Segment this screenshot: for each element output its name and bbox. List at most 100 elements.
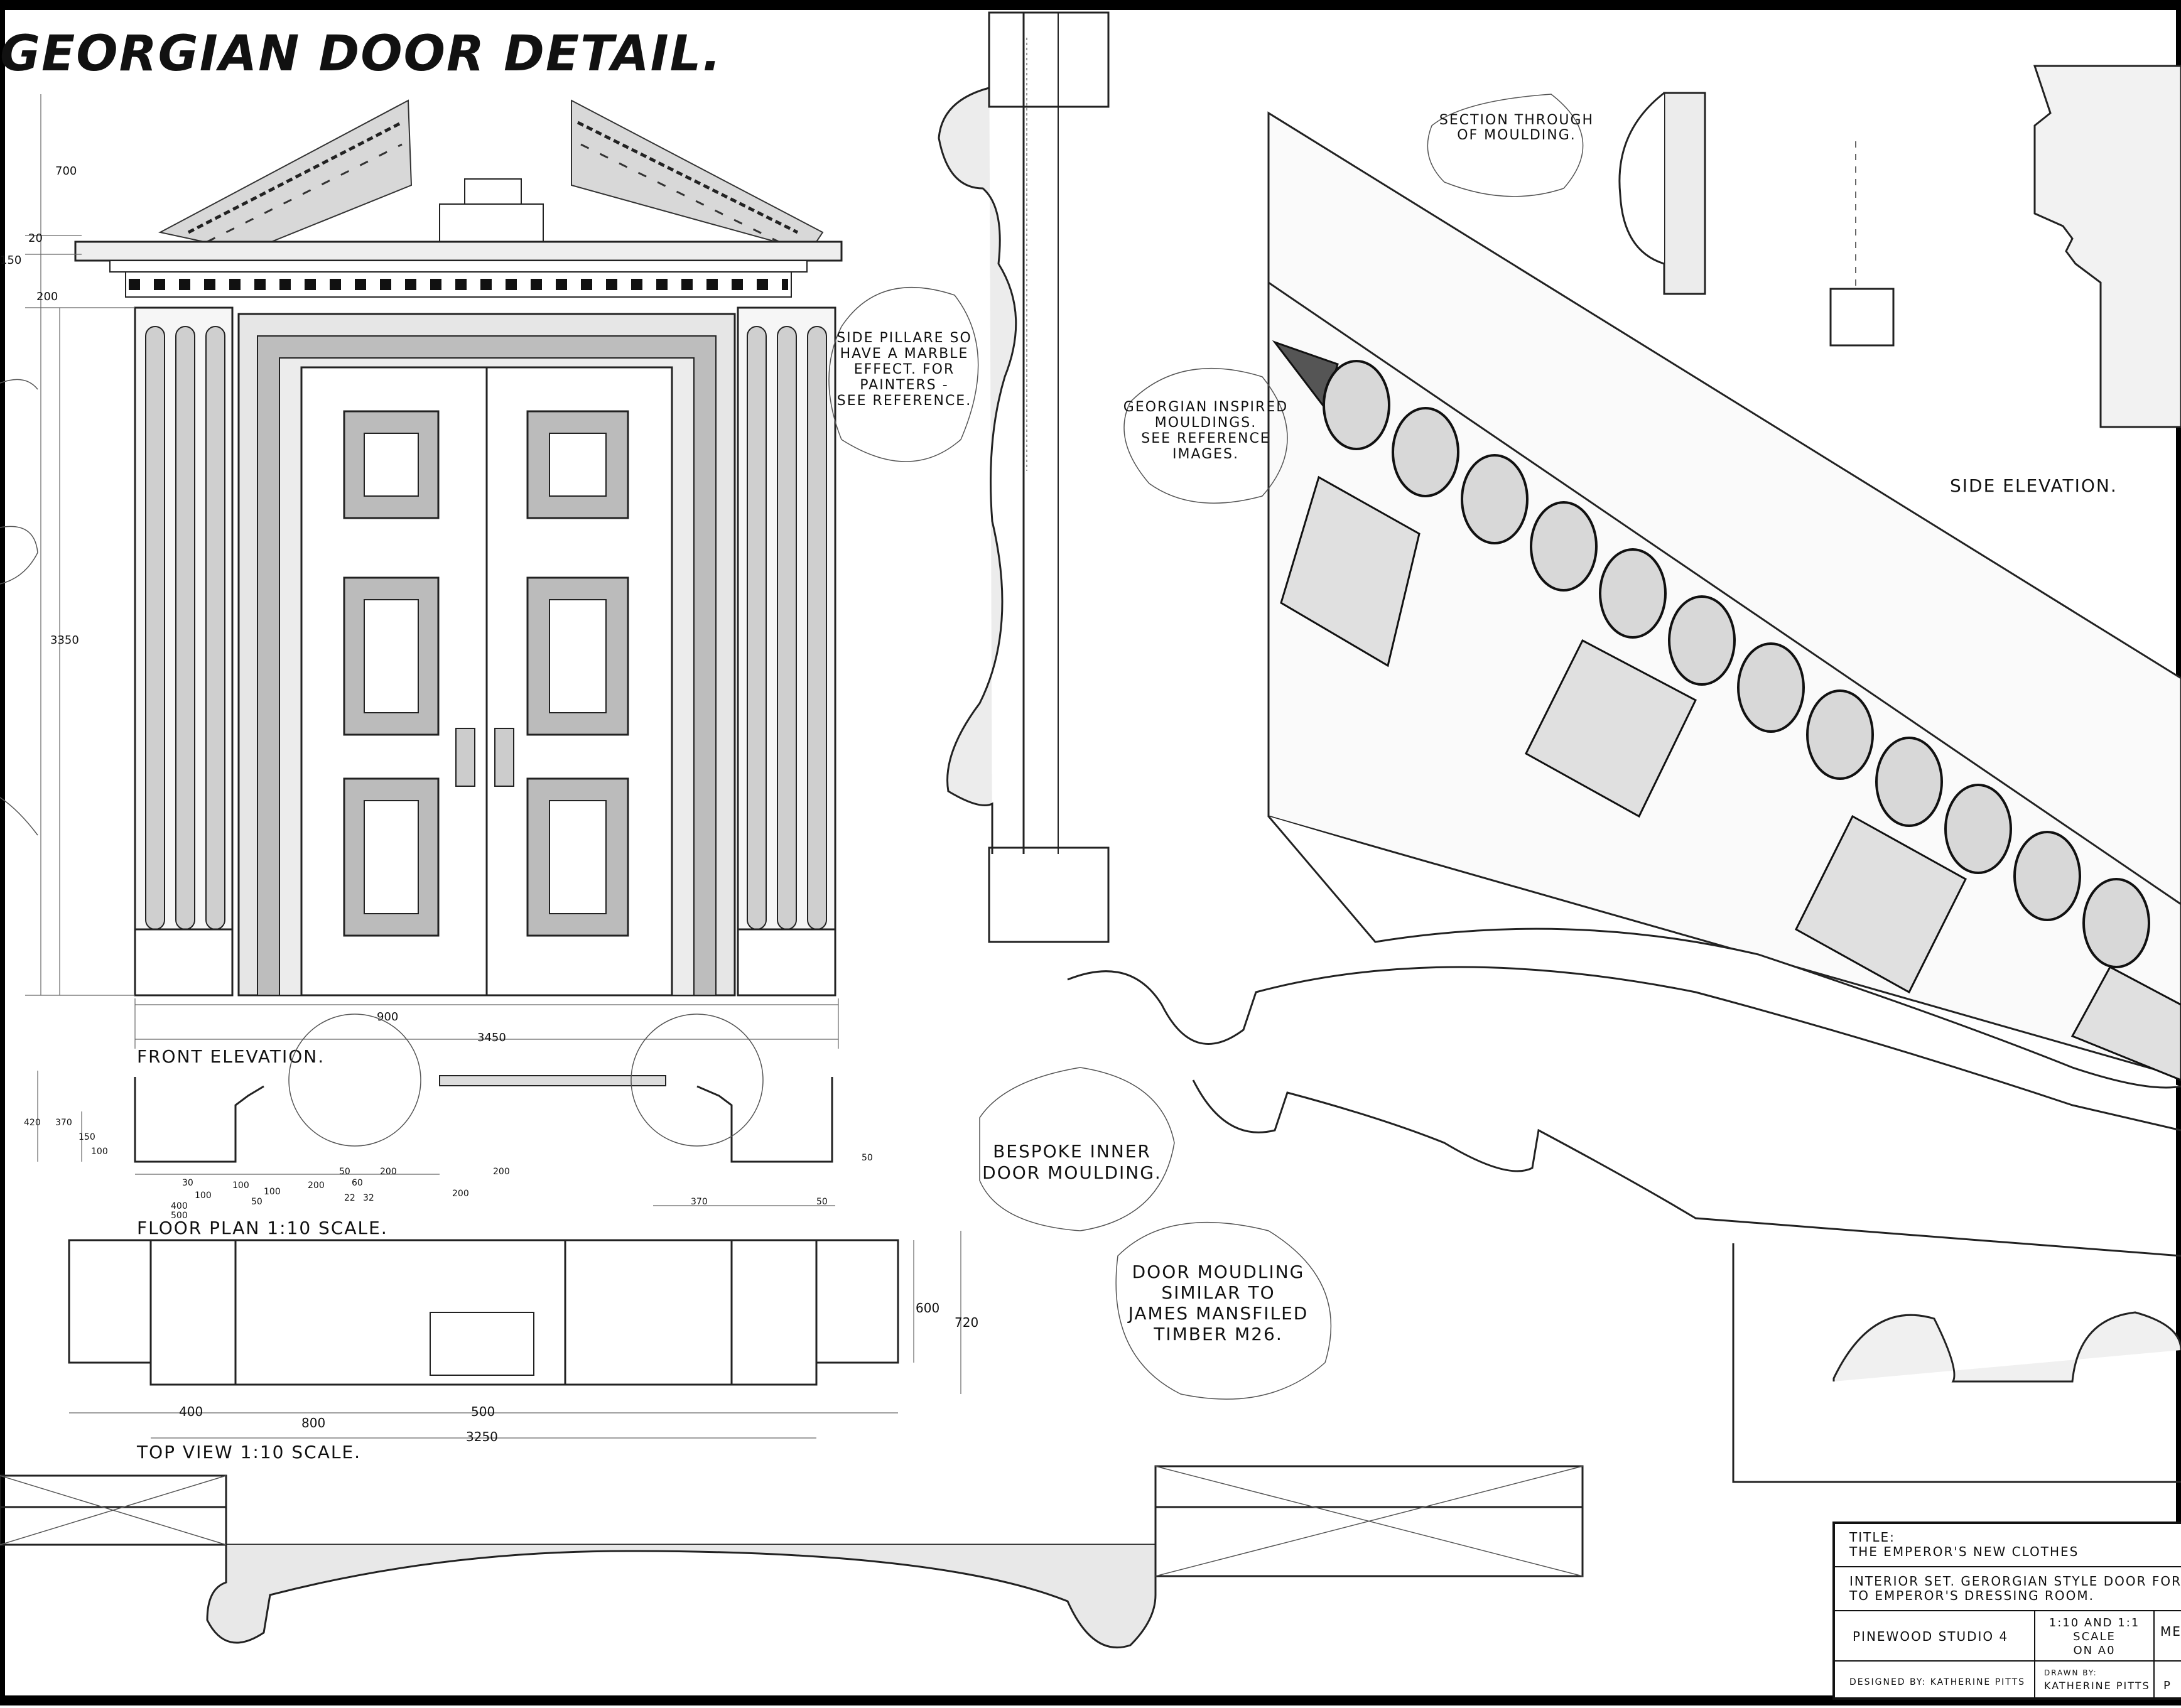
moulding-section	[1618, 92, 1706, 295]
door-panels	[343, 410, 629, 937]
svg-text:DOOR MOUDLING: DOOR MOUDLING	[1132, 1262, 1305, 1282]
note-section: SECTION THROUGH OF MOULDING.	[1439, 112, 1594, 143]
note-bubble-inner	[979, 1067, 1175, 1231]
svg-text:150: 150	[78, 1132, 95, 1142]
dim-400: 400	[179, 1404, 203, 1419]
title-block: TITLE: THE EMPEROR'S NEW CLOTHES INTERIO…	[1832, 1522, 2181, 1700]
title-value: THE EMPEROR'S NEW CLOTHES	[1849, 1544, 2079, 1559]
pediment-right	[571, 99, 824, 252]
svg-text:50: 50	[816, 1197, 828, 1207]
door-handle-right	[494, 728, 514, 787]
svg-text:EFFECT. FOR: EFFECT. FOR	[854, 362, 955, 377]
top-view: 600 720 400 800 500 3250 TOP VIEW 1:10 S…	[68, 1231, 978, 1462]
svg-text:HAVE A MARBLE: HAVE A MARBLE	[840, 346, 969, 362]
title-label: TITLE:	[1849, 1530, 1895, 1545]
vertical-moulding-section	[938, 11, 1110, 943]
svg-text:50: 50	[251, 1197, 262, 1207]
svg-text:DOOR MOULDING.: DOOR MOULDING.	[982, 1162, 1162, 1183]
front-elevation: 700 20 150 200 3350 900 3450 FRONT ELEVA…	[0, 94, 843, 1067]
svg-text:420: 420	[24, 1118, 41, 1128]
note-bubble-mouldings	[1123, 367, 1288, 504]
dentil-blocks	[1280, 475, 2181, 1081]
dim-500: 500	[471, 1404, 495, 1419]
dim-3350: 3350	[50, 634, 79, 647]
cornice	[74, 241, 843, 262]
description-line-1: INTERIOR SET. GERORGIAN STYLE DOOR FOR E	[1849, 1574, 2181, 1589]
dim-700: 700	[55, 165, 77, 178]
svg-text:JAMES MANSFILED: JAMES MANSFILED	[1127, 1303, 1309, 1324]
egg-and-dart-moulding	[1323, 360, 2150, 968]
dim-150: 150	[0, 254, 21, 267]
crown-moulding-outline	[1067, 966, 2181, 1483]
detail-callout-right	[630, 1013, 764, 1147]
description-line-2: TO EMPEROR'S DRESSING ROOM.	[1849, 1588, 2094, 1603]
svg-text:SECTION THROUGH: SECTION THROUGH	[1439, 112, 1594, 128]
svg-text:1:10 AND 1:1: 1:10 AND 1:1	[2049, 1616, 2140, 1630]
sheet-title: GEORGIAN DOOR DETAIL.	[0, 26, 722, 82]
svg-text:100: 100	[91, 1147, 108, 1157]
floor-plan-dims: 420 370 150 100 30 100 400 500 100 50 10…	[24, 1118, 873, 1221]
pediment-left	[158, 99, 413, 252]
svg-text:100: 100	[232, 1181, 249, 1191]
svg-text:32: 32	[363, 1193, 374, 1203]
svg-text:SIDE PILLARE SO: SIDE PILLARE SO	[836, 330, 972, 346]
drawn-by-label: DRAWN BY:	[2044, 1668, 2097, 1677]
svg-text:SEE REFERENCE: SEE REFERENCE	[1141, 431, 1270, 446]
dim-3250: 3250	[466, 1429, 498, 1444]
dim-900: 900	[377, 1010, 398, 1024]
svg-text:400: 400	[171, 1201, 188, 1211]
svg-text:GEORGIAN INSPIRED: GEORGIAN INSPIRED	[1123, 399, 1288, 415]
svg-text:370: 370	[691, 1197, 708, 1207]
svg-text:50: 50	[339, 1167, 350, 1177]
svg-text:TIMBER M26.: TIMBER M26.	[1153, 1324, 1282, 1344]
cornice-detail-1to1	[1267, 111, 2181, 1089]
svg-text:SCALE: SCALE	[2073, 1630, 2116, 1643]
label-side-elevation: SIDE ELEVATION.	[1950, 475, 2118, 496]
svg-text:IMAGES.: IMAGES.	[1172, 446, 1239, 462]
dim-20: 20	[28, 232, 43, 245]
page-cut: P	[2163, 1679, 2172, 1692]
note-side-pillars: SIDE PILLARE SO HAVE A MARBLE EFFECT. FO…	[836, 330, 972, 409]
svg-text:200: 200	[452, 1189, 469, 1199]
detail-callout-left	[288, 1013, 421, 1147]
top-view-handle-block	[430, 1312, 534, 1376]
svg-text:500: 500	[171, 1211, 188, 1221]
dim-200: 200	[36, 290, 58, 303]
svg-text:200: 200	[380, 1167, 397, 1177]
svg-text:PAINTERS -: PAINTERS -	[860, 377, 948, 393]
dim-800: 800	[301, 1415, 325, 1430]
svg-text:370: 370	[55, 1118, 72, 1128]
label-floor-plan: FLOOR PLAN 1:10 SCALE.	[137, 1218, 388, 1238]
dim-720: 720	[955, 1315, 978, 1330]
svg-text:MOULDINGS.: MOULDINGS.	[1155, 415, 1257, 431]
dim-600: 600	[916, 1300, 939, 1316]
note-bubble-similar	[1115, 1221, 1332, 1400]
svg-text:BESPOKE INNER: BESPOKE INNER	[993, 1141, 1151, 1162]
sheet-no-cut: ME	[2160, 1624, 2181, 1639]
svg-text:200: 200	[308, 1181, 325, 1191]
svg-text:100: 100	[195, 1191, 212, 1201]
svg-text:OF MOULDING.: OF MOULDING.	[1457, 127, 1576, 143]
note-similar-moulding: DOOR MOUDLING SIMILAR TO JAMES MANSFILED…	[1127, 1262, 1309, 1344]
svg-text:22: 22	[344, 1193, 355, 1203]
svg-text:ON A0: ON A0	[2073, 1644, 2115, 1657]
left-edge-fragment	[0, 379, 38, 836]
scale-label: 1:10 AND 1:1 SCALE ON A0	[2049, 1616, 2140, 1657]
note-mouldings: GEORGIAN INSPIRED MOULDINGS. SEE REFEREN…	[1123, 399, 1288, 462]
label-front-elevation: FRONT ELEVATION.	[137, 1046, 325, 1067]
label-top-view: TOP VIEW 1:10 SCALE.	[136, 1442, 361, 1462]
side-elevation: SIDE ELEVATION.	[1829, 65, 2181, 496]
floor-plan: 420 370 150 100 30 100 400 500 100 50 10…	[24, 1013, 873, 1238]
note-bubble-pillars	[828, 287, 979, 462]
svg-text:SIMILAR TO: SIMILAR TO	[1161, 1282, 1275, 1303]
bottom-moulding-profile	[0, 1465, 1584, 1649]
svg-text:60: 60	[352, 1178, 363, 1188]
svg-text:SEE REFERENCE.: SEE REFERENCE.	[837, 393, 971, 409]
note-inner-moulding: BESPOKE INNER DOOR MOULDING.	[982, 1141, 1162, 1183]
svg-text:200: 200	[493, 1167, 510, 1177]
studio-label: PINEWOOD STUDIO 4	[1853, 1629, 2008, 1644]
svg-text:30: 30	[182, 1178, 193, 1188]
dim-3450: 3450	[477, 1031, 506, 1044]
